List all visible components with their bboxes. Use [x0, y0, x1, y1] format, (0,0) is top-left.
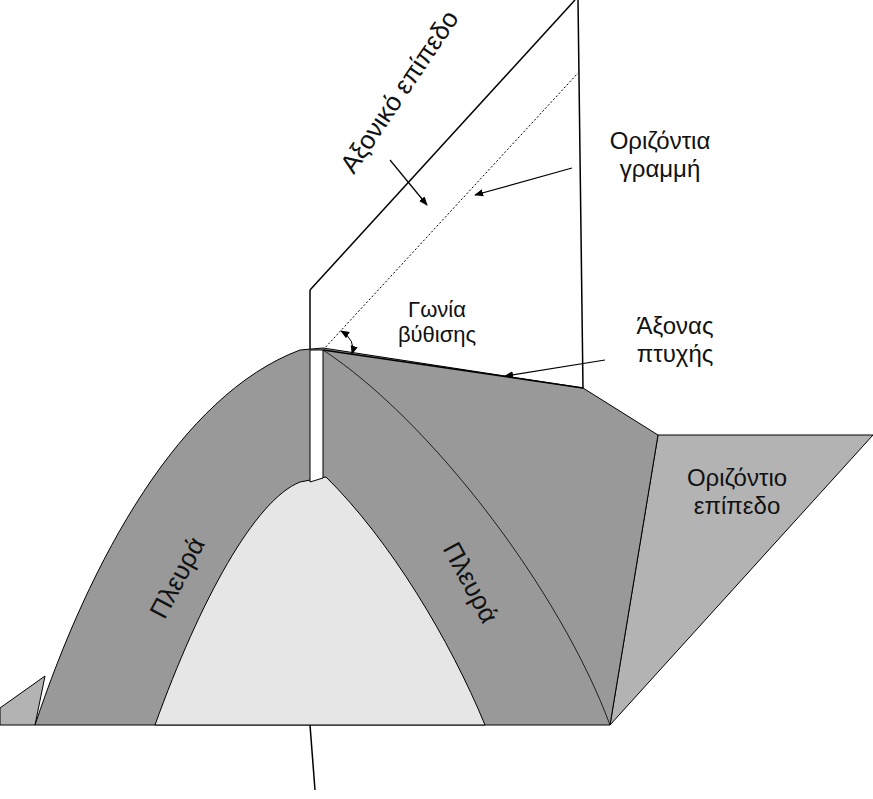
fold-core	[155, 477, 485, 725]
fold-limbs	[35, 348, 658, 725]
line-label: Οριζόντια γραμμή	[590, 127, 730, 182]
axial-plane	[310, 350, 323, 482]
axial-plane-edge	[310, 725, 315, 790]
axial-plane-edge	[309, 290, 311, 352]
angle-arc	[341, 331, 353, 354]
angle-label: Γωνία βύθισης	[377, 297, 497, 348]
axis-label: Άξονας πτυχής	[600, 312, 750, 367]
horizontal-line	[323, 73, 578, 350]
axial-plane	[310, 0, 578, 388]
leader-line	[475, 168, 572, 195]
leader-line	[505, 360, 605, 376]
axial-plane-edge	[578, 0, 583, 388]
plane-label: Οριζόντιο επίπεδο	[667, 464, 807, 519]
leader-line	[390, 160, 427, 205]
fold-axis	[323, 350, 583, 388]
